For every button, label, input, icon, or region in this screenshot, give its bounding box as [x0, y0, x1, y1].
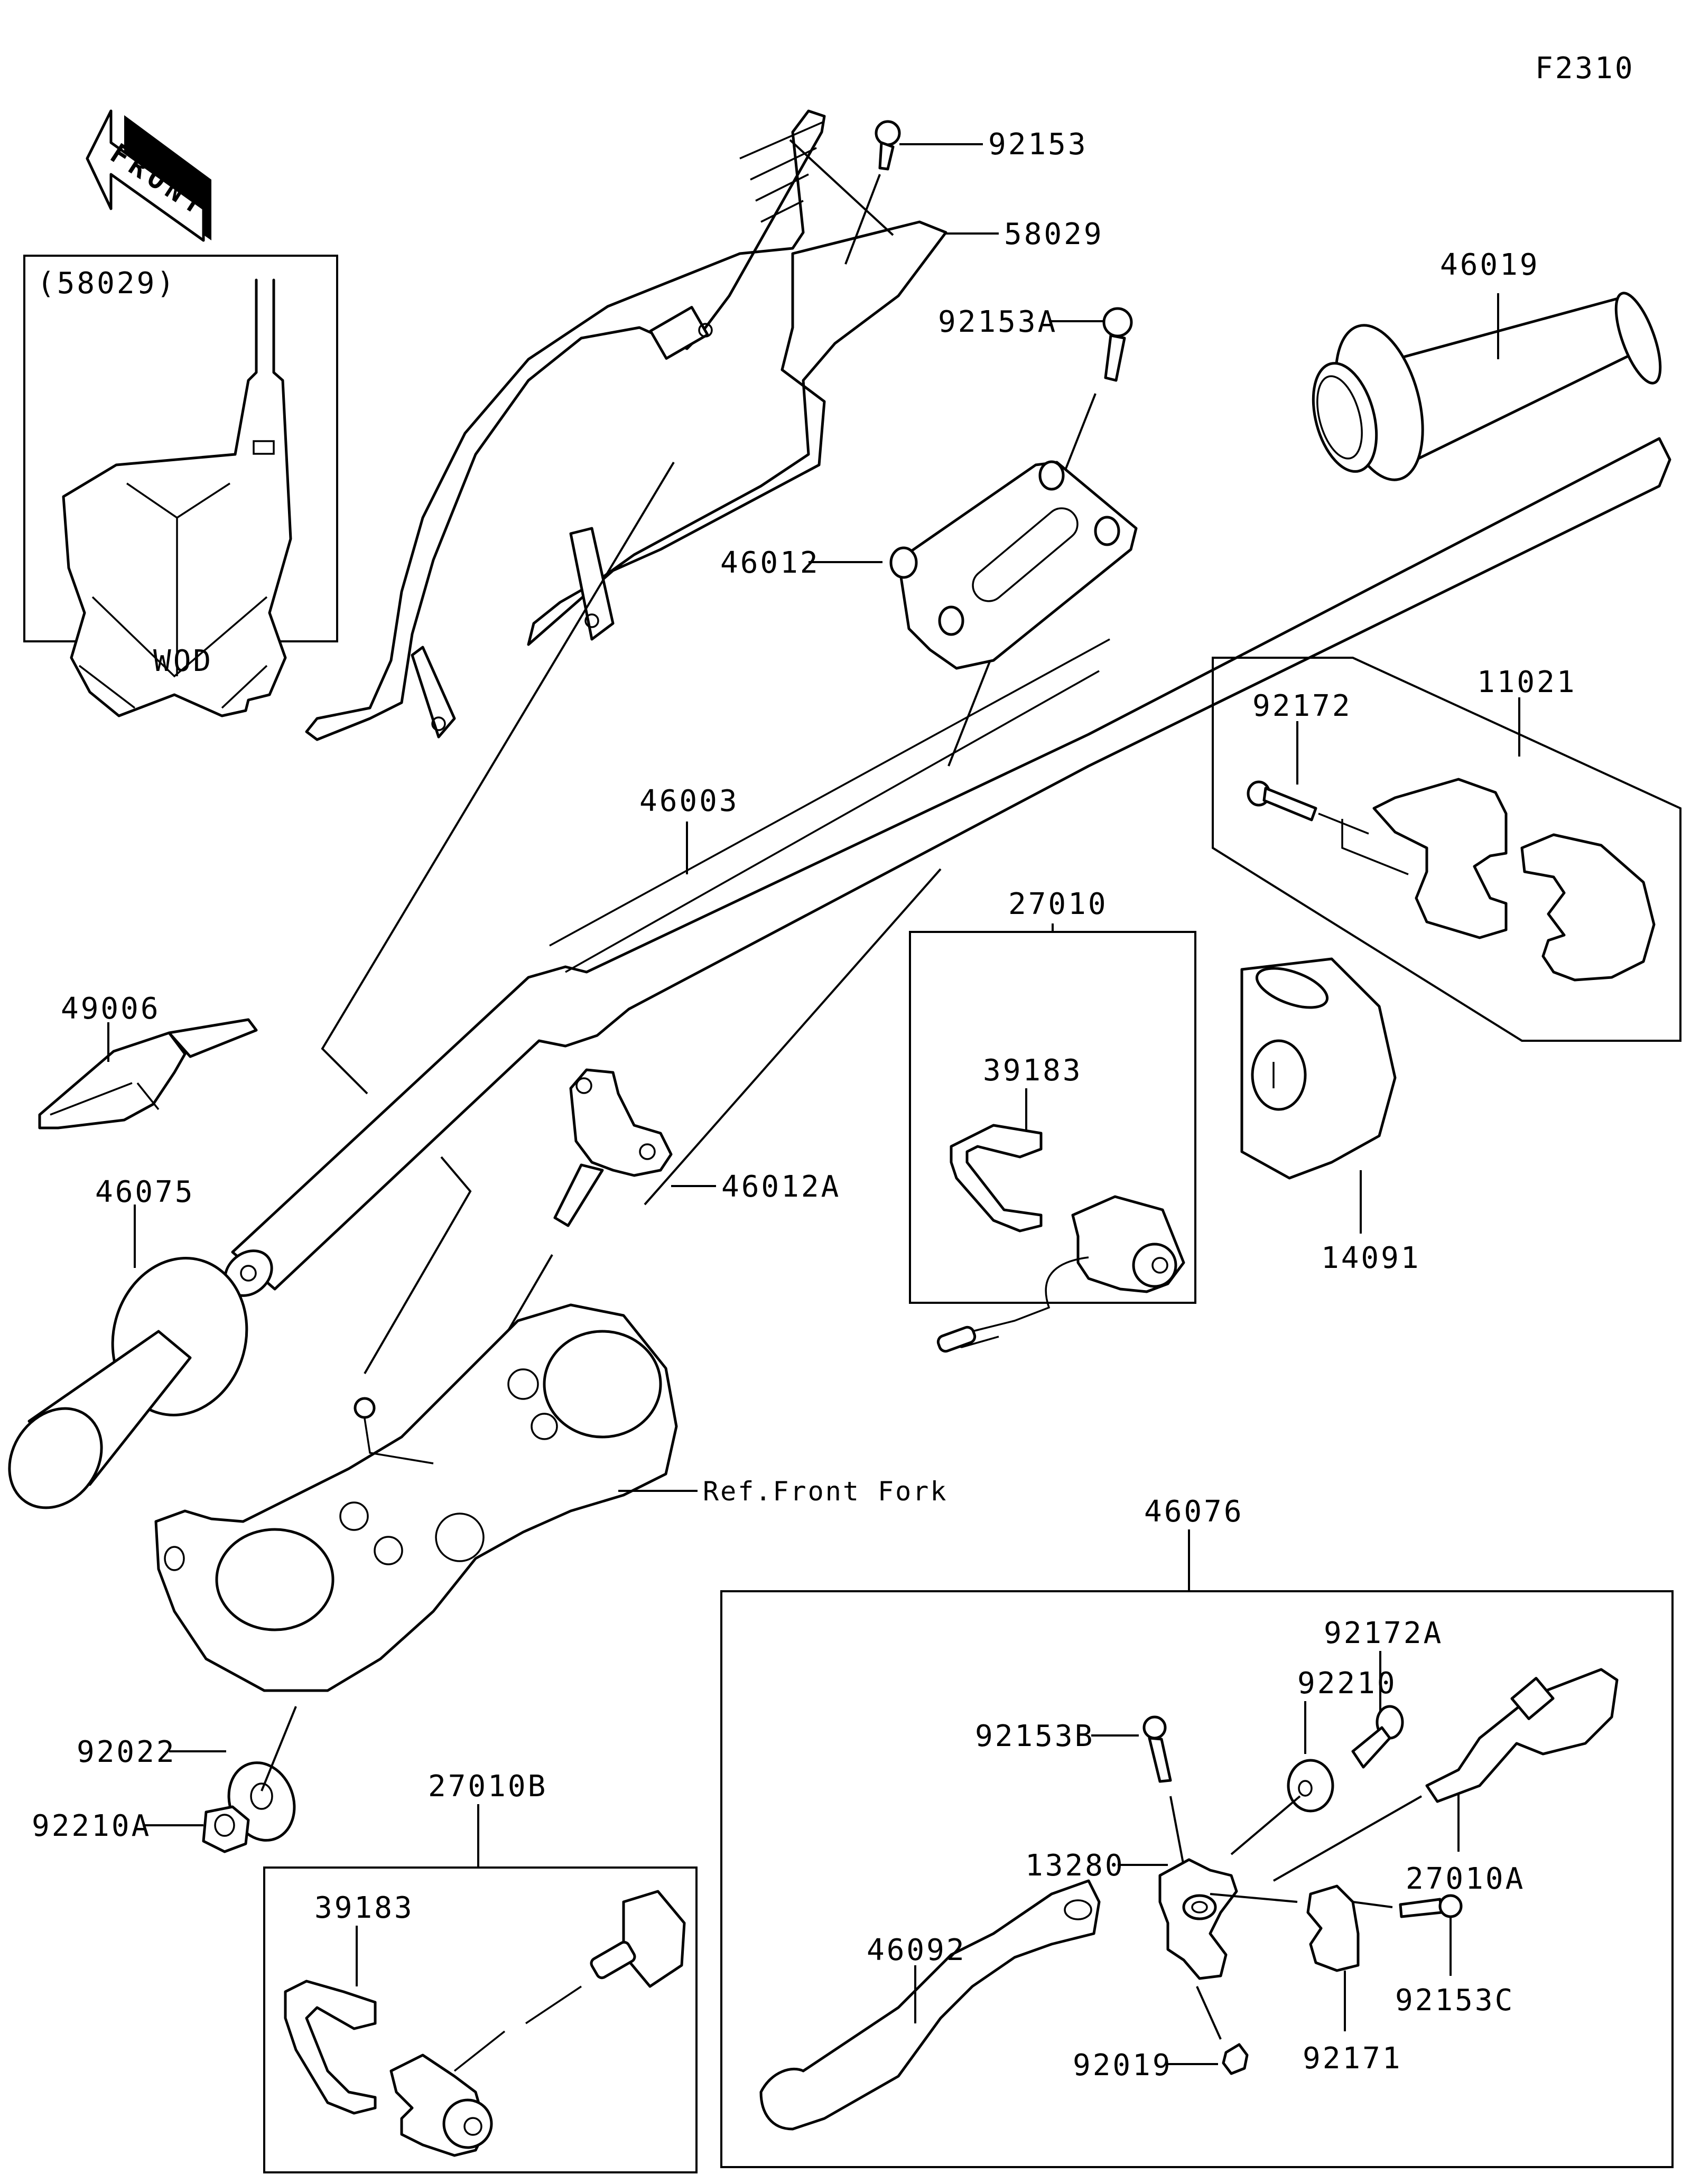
label-92153A[interactable]: 92153A	[938, 305, 1057, 339]
label-92210A[interactable]: 92210A	[32, 1809, 151, 1843]
label-39183-b[interactable]: 39183	[314, 1891, 414, 1925]
figure-code: F2310	[1535, 51, 1635, 86]
label-13280[interactable]: 13280	[1025, 1849, 1125, 1883]
label-92172[interactable]: 92172	[1252, 689, 1352, 723]
label-27010A[interactable]: 27010A	[1406, 1862, 1525, 1896]
nut-92019	[1222, 2043, 1249, 2075]
screw-92172	[1247, 780, 1317, 822]
nut-92210A	[202, 1805, 250, 1853]
label-58029[interactable]: 58029	[1004, 217, 1104, 251]
bolt-92153C	[1399, 1894, 1463, 1918]
kit-box-27010B: 27010B 39183	[263, 1769, 698, 2173]
inset-wod: (58029) WOD	[23, 255, 338, 717]
switch-housing-lower	[1520, 833, 1656, 982]
label-92153[interactable]: 92153	[988, 127, 1088, 162]
upper-clamp-46012	[889, 460, 1138, 670]
label-92153C[interactable]: 92153C	[1395, 1983, 1515, 2018]
adjuster-92172A	[1351, 1705, 1404, 1769]
label-92210[interactable]: 92210	[1297, 1666, 1397, 1701]
handlebar-46003	[224, 437, 1671, 1297]
clamp-92171	[1306, 1884, 1360, 1972]
hand-guard-49006	[38, 1018, 258, 1130]
leader-58029	[789, 139, 894, 236]
label-49006[interactable]: 49006	[61, 992, 161, 1026]
cover-14091	[1240, 957, 1397, 1180]
nut-92210	[1287, 1759, 1334, 1813]
triple-clamp	[154, 1303, 678, 1692]
label-39183-a[interactable]: 39183	[983, 1053, 1083, 1088]
number-plate-icon	[62, 278, 292, 717]
label-ref-front-fork[interactable]: Ref.Front Fork	[703, 1476, 947, 1507]
front-arrow-icon: FRONT	[86, 109, 213, 242]
inset-variant-label: WOD	[153, 644, 213, 678]
label-46003[interactable]: 46003	[639, 784, 739, 818]
bolt-92153A	[1102, 307, 1133, 382]
front-number-plate	[305, 109, 947, 741]
kit-box-11021: 11021 92172	[1212, 657, 1681, 1042]
label-46092[interactable]: 46092	[867, 1933, 967, 1967]
lower-clamp-46012A	[553, 1068, 673, 1227]
bolt-92153	[875, 120, 901, 171]
switch-housing-upper	[1372, 778, 1508, 939]
label-92153B[interactable]: 92153B	[975, 1719, 1094, 1753]
kit-box-27010: 27010 39183	[909, 887, 1196, 1353]
label-11021[interactable]: 11021	[1477, 665, 1577, 699]
clip-39183-a	[950, 1124, 1043, 1233]
label-92022[interactable]: 92022	[77, 1735, 176, 1769]
grip-46075	[8, 1257, 248, 1509]
clutch-lever-46092	[759, 1879, 1101, 2131]
label-27010B[interactable]: 27010B	[428, 1769, 547, 1804]
label-92019[interactable]: 92019	[1073, 2048, 1173, 2083]
switch-cable-27010A	[1425, 1668, 1619, 1803]
label-46019[interactable]: 46019	[1440, 248, 1540, 282]
label-46075[interactable]: 46075	[95, 1175, 195, 1209]
throttle-grip-46019	[1312, 292, 1662, 481]
label-46012A[interactable]: 46012A	[721, 1170, 841, 1204]
bolt-92153B	[1142, 1715, 1172, 1783]
label-92172A[interactable]: 92172A	[1324, 1616, 1443, 1650]
clip-39183-b	[284, 1980, 377, 2115]
inset-part-ref: (58029)	[37, 266, 176, 301]
label-46012[interactable]: 46012	[720, 546, 820, 580]
label-92171[interactable]: 92171	[1303, 2041, 1402, 2076]
label-46076[interactable]: 46076	[1144, 1495, 1244, 1529]
label-14091[interactable]: 14091	[1321, 1241, 1421, 1275]
kit-box-46076: 46076 92172A 92210 92153B 27010A	[720, 1495, 1674, 2168]
label-27010[interactable]: 27010	[1008, 887, 1108, 921]
